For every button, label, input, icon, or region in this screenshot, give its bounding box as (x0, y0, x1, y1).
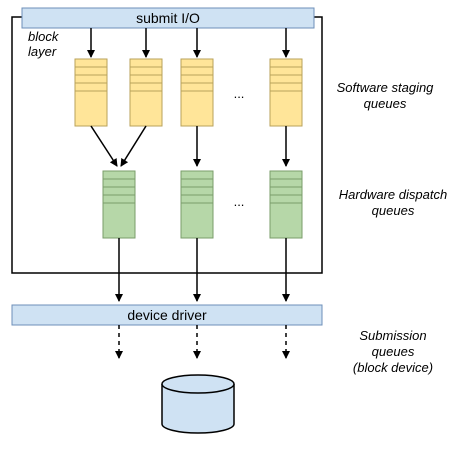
submission-label-line2: queues (372, 344, 415, 359)
block-layer-label-line2: layer (28, 44, 57, 59)
arrow-staging1-to-dispatch1 (90, 125, 118, 167)
software-staging-label-line2: queues (364, 96, 407, 111)
device-driver-label: device driver (127, 307, 207, 323)
hardware-dispatch-label-line2: queues (372, 203, 415, 218)
staging-queue-4 (269, 58, 303, 127)
block-device-cylinder-icon (161, 374, 235, 434)
hardware-dispatch-label-line1: Hardware dispatch (339, 187, 447, 202)
dispatch-ellipsis: ... (234, 194, 245, 209)
device-driver-bar (11, 304, 323, 326)
dispatch-queue-3 (269, 170, 303, 239)
staging-queue-1 (74, 58, 108, 127)
submission-label-line3: (block device) (353, 360, 433, 375)
submit-io-bar (21, 7, 315, 29)
submission-label-line1: Submission (359, 328, 426, 343)
staging-ellipsis: ... (234, 86, 245, 101)
submit-io-label: submit I/O (136, 10, 200, 26)
arrow-staging2-to-dispatch1 (120, 125, 147, 167)
block-layer-label-line1: block (28, 29, 60, 44)
software-staging-label-line1: Software staging (337, 80, 435, 95)
staging-queue-3 (180, 58, 214, 127)
dispatch-queue-2 (180, 170, 214, 239)
staging-queue-2 (129, 58, 163, 127)
dispatch-queue-1 (102, 170, 136, 239)
